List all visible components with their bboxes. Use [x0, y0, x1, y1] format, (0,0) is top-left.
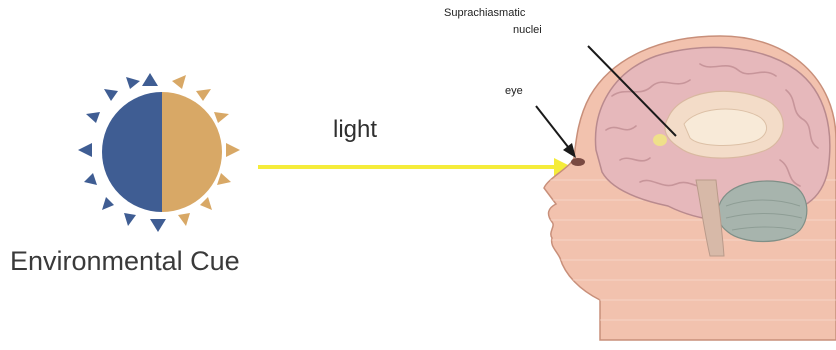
environmental-cue-label: Environmental Cue [10, 246, 240, 277]
eye-icon [571, 158, 585, 166]
suprachiasmatic-label: Suprachiasmatic [444, 7, 525, 19]
eye-label: eye [505, 85, 523, 97]
light-ray-arrow [258, 158, 572, 176]
head-illustration [540, 36, 836, 340]
eye-pointer-arrow [536, 106, 576, 158]
sun-icon [78, 73, 240, 232]
light-label: light [333, 116, 377, 144]
suprachiasmatic-nuclei [653, 134, 667, 146]
nuclei-label: nuclei [513, 24, 542, 36]
cerebellum [717, 181, 806, 241]
